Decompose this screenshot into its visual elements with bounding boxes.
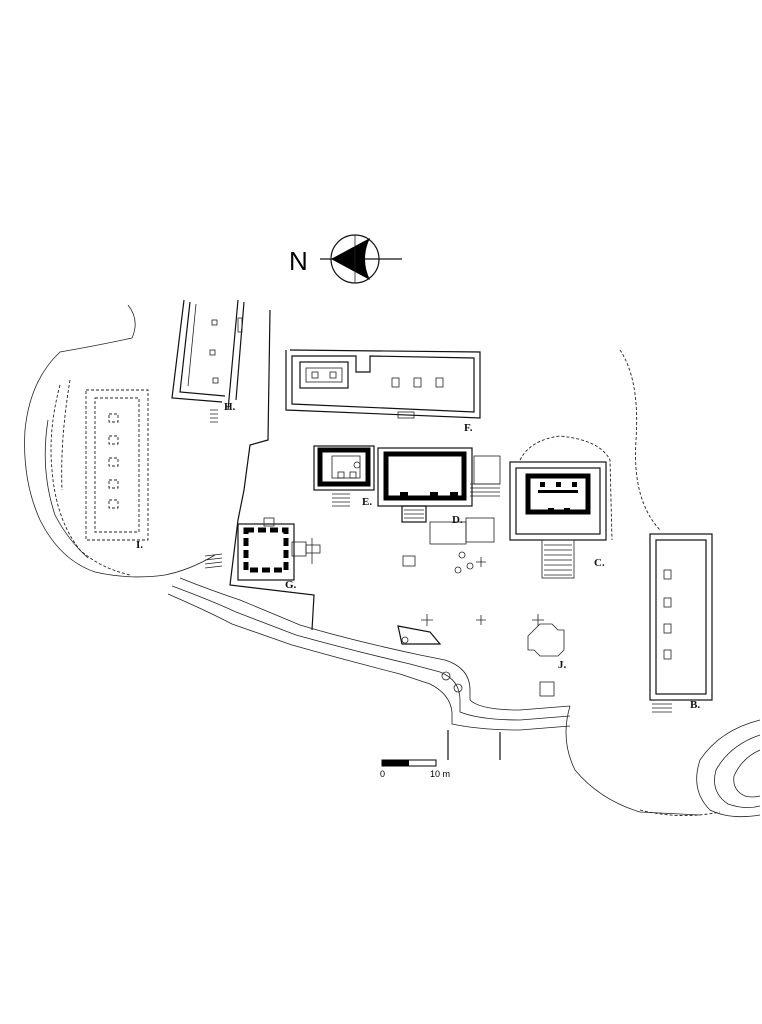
label-i: I. [136,539,143,551]
scale-end: 10 m [430,769,450,779]
label-f: F. [464,422,473,434]
label-g: G. [285,579,297,591]
building-c [509,435,613,579]
building-b [619,349,713,713]
label-c: C. [594,557,605,569]
building-h [171,299,245,423]
building-i [85,389,149,541]
label-b: B. [690,699,700,711]
building-j [527,623,565,657]
north-arrow-icon: N [289,234,402,284]
main-terrace [229,309,481,631]
building-e [313,445,375,507]
building-d [377,447,501,574]
terrain-outline [24,304,216,578]
building-g [237,517,321,581]
label-e: E. [362,496,372,508]
label-h: H. [224,401,236,413]
scale-bar-icon: 0 10 m [380,759,450,779]
scale-start: 0 [380,769,385,779]
label-d: D. [452,514,463,526]
north-letter: N [289,246,308,276]
contour-lines [639,719,761,818]
label-j: J. [558,659,567,671]
terrace-walls [167,553,701,816]
